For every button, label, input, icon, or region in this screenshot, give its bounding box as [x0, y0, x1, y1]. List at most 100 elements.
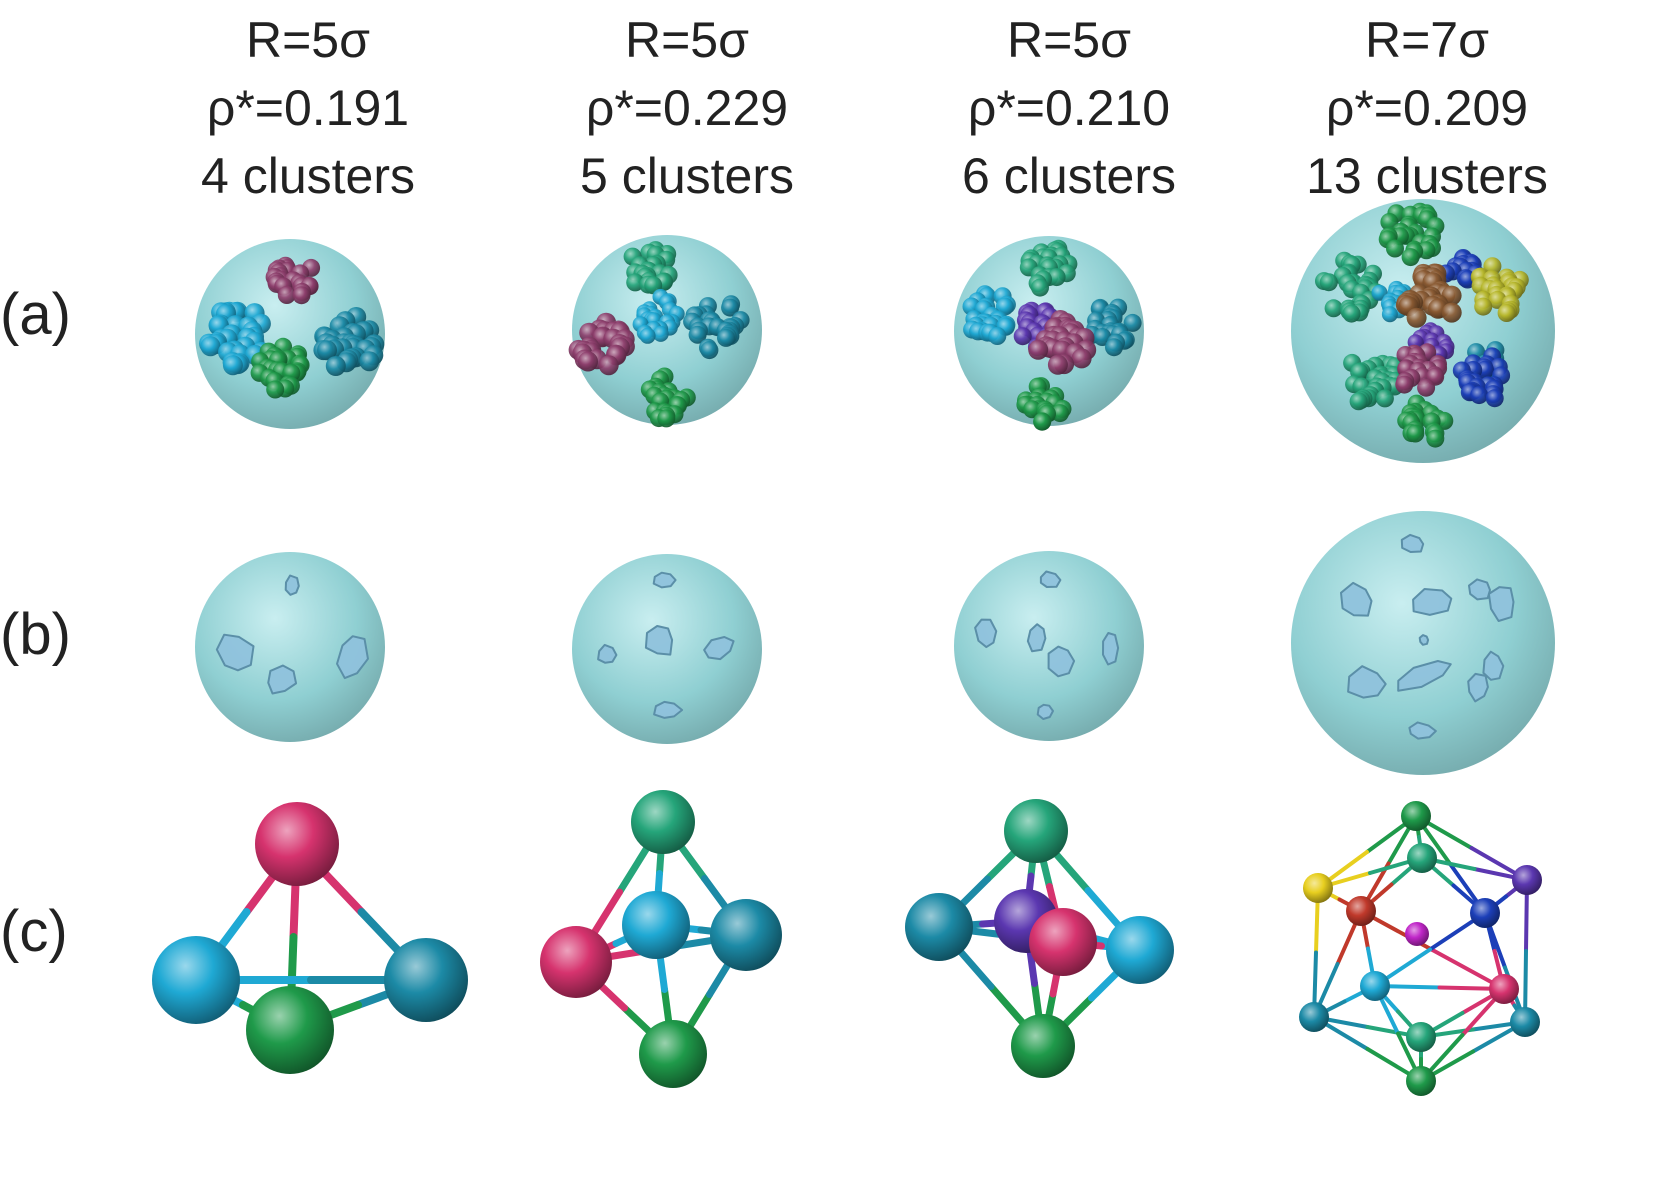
- cluster-node: [1406, 1066, 1436, 1096]
- particle: [1474, 297, 1493, 316]
- row-label-a: (a): [0, 282, 71, 347]
- cluster-node: [1303, 873, 1333, 903]
- particle: [1013, 327, 1032, 346]
- particle: [1105, 338, 1123, 357]
- particle: [266, 380, 285, 399]
- isosurface-blob: [284, 574, 300, 596]
- particle: [639, 327, 656, 344]
- column-2-radius: R=5σ: [625, 12, 749, 68]
- cluster-node: [246, 986, 334, 1074]
- particle: [1028, 339, 1049, 360]
- particle: [1031, 278, 1049, 297]
- column-3-radius: R=5σ: [1007, 12, 1131, 68]
- row-label-c: (c): [0, 899, 68, 964]
- cluster-node: [1512, 865, 1542, 895]
- particle: [1319, 273, 1338, 292]
- particle: [1406, 307, 1427, 328]
- cluster-node: [631, 790, 695, 854]
- cluster-node: [1299, 1002, 1329, 1032]
- particle: [1381, 306, 1398, 323]
- particle-cluster: [1315, 251, 1385, 323]
- trigonal-bipyramid: [540, 790, 782, 1088]
- particle: [688, 325, 707, 344]
- isosurface-blob: [1467, 672, 1489, 703]
- particle: [359, 351, 380, 372]
- particle: [1324, 299, 1343, 318]
- cluster-node: [905, 893, 973, 961]
- column-1-density: ρ*=0.191: [206, 80, 410, 136]
- cluster-node: [384, 938, 468, 1022]
- particle: [700, 341, 719, 360]
- cluster-node: [639, 1020, 707, 1088]
- isosurface-blob: [1468, 578, 1491, 601]
- particle-cluster: [623, 241, 678, 295]
- cluster-node: [152, 936, 240, 1024]
- isosurface-blob: [1036, 703, 1054, 720]
- cluster-node: [1401, 801, 1431, 831]
- cluster-node: [622, 891, 690, 959]
- particle: [1093, 328, 1112, 346]
- isosurface-blob: [652, 571, 677, 589]
- column-3-density: ρ*=0.210: [967, 80, 1171, 136]
- isosurface-blob: [1102, 632, 1120, 666]
- isosurface-blob: [1408, 721, 1437, 740]
- isosurface-blob: [1047, 645, 1076, 678]
- cluster-node: [1346, 896, 1376, 926]
- isosurface-blob: [1412, 587, 1453, 616]
- central-particle: [1405, 922, 1429, 946]
- cluster-node: [710, 899, 782, 971]
- tetrahedron: [152, 802, 468, 1074]
- particle: [1401, 248, 1420, 267]
- cluster-node: [1510, 1007, 1540, 1037]
- particle: [657, 409, 676, 428]
- cluster-node: [540, 926, 612, 998]
- particle-cluster: [1378, 202, 1445, 267]
- particle-cluster: [1395, 343, 1448, 397]
- container-sphere: [195, 552, 385, 742]
- isosurface-blob: [644, 625, 674, 656]
- isosurface-blob: [1400, 533, 1425, 553]
- particle-cluster: [1470, 257, 1529, 322]
- particle: [988, 327, 1007, 345]
- particle: [317, 340, 337, 361]
- particle-cluster: [265, 256, 321, 305]
- cluster-node: [1470, 898, 1500, 928]
- particle: [717, 328, 735, 347]
- icosahedron: [1299, 801, 1542, 1096]
- isosurface-blob: [1418, 634, 1430, 646]
- column-2-clusters: 5 clusters: [580, 148, 794, 204]
- particle-cluster: [1397, 394, 1454, 448]
- particle: [1375, 389, 1394, 408]
- particle: [1395, 375, 1414, 394]
- particle: [721, 298, 740, 317]
- column-header-4: R=7σ ρ*=0.209 13 clusters: [1262, 6, 1592, 210]
- cluster-node: [1407, 843, 1437, 873]
- particle: [1483, 257, 1502, 276]
- particle: [1371, 284, 1388, 301]
- particle: [1406, 424, 1425, 443]
- isosurface-blob: [703, 636, 735, 661]
- cluster-node: [1106, 916, 1174, 984]
- particle: [1123, 313, 1142, 332]
- particle: [1386, 239, 1404, 258]
- isosurface-blob: [1026, 623, 1047, 653]
- particle-cluster: [568, 312, 635, 376]
- particle: [1047, 268, 1066, 287]
- particle-cluster: [313, 307, 385, 376]
- particle: [1497, 304, 1516, 322]
- particle: [652, 325, 669, 342]
- particle-cluster: [250, 337, 310, 399]
- column-4-density: ρ*=0.209: [1325, 80, 1529, 136]
- cluster-node: [1406, 1022, 1436, 1052]
- particle: [200, 336, 221, 357]
- column-header-1: R=5σ ρ*=0.191 4 clusters: [143, 6, 473, 210]
- isosurface-blob: [215, 633, 255, 672]
- particle: [1441, 302, 1462, 323]
- cluster-node: [1011, 1014, 1075, 1078]
- column-3-clusters: 6 clusters: [962, 148, 1176, 204]
- particle: [1470, 386, 1489, 405]
- particle: [1342, 304, 1361, 323]
- column-1-radius: R=5σ: [246, 12, 370, 68]
- cluster-node: [1360, 971, 1390, 1001]
- particle: [578, 351, 598, 372]
